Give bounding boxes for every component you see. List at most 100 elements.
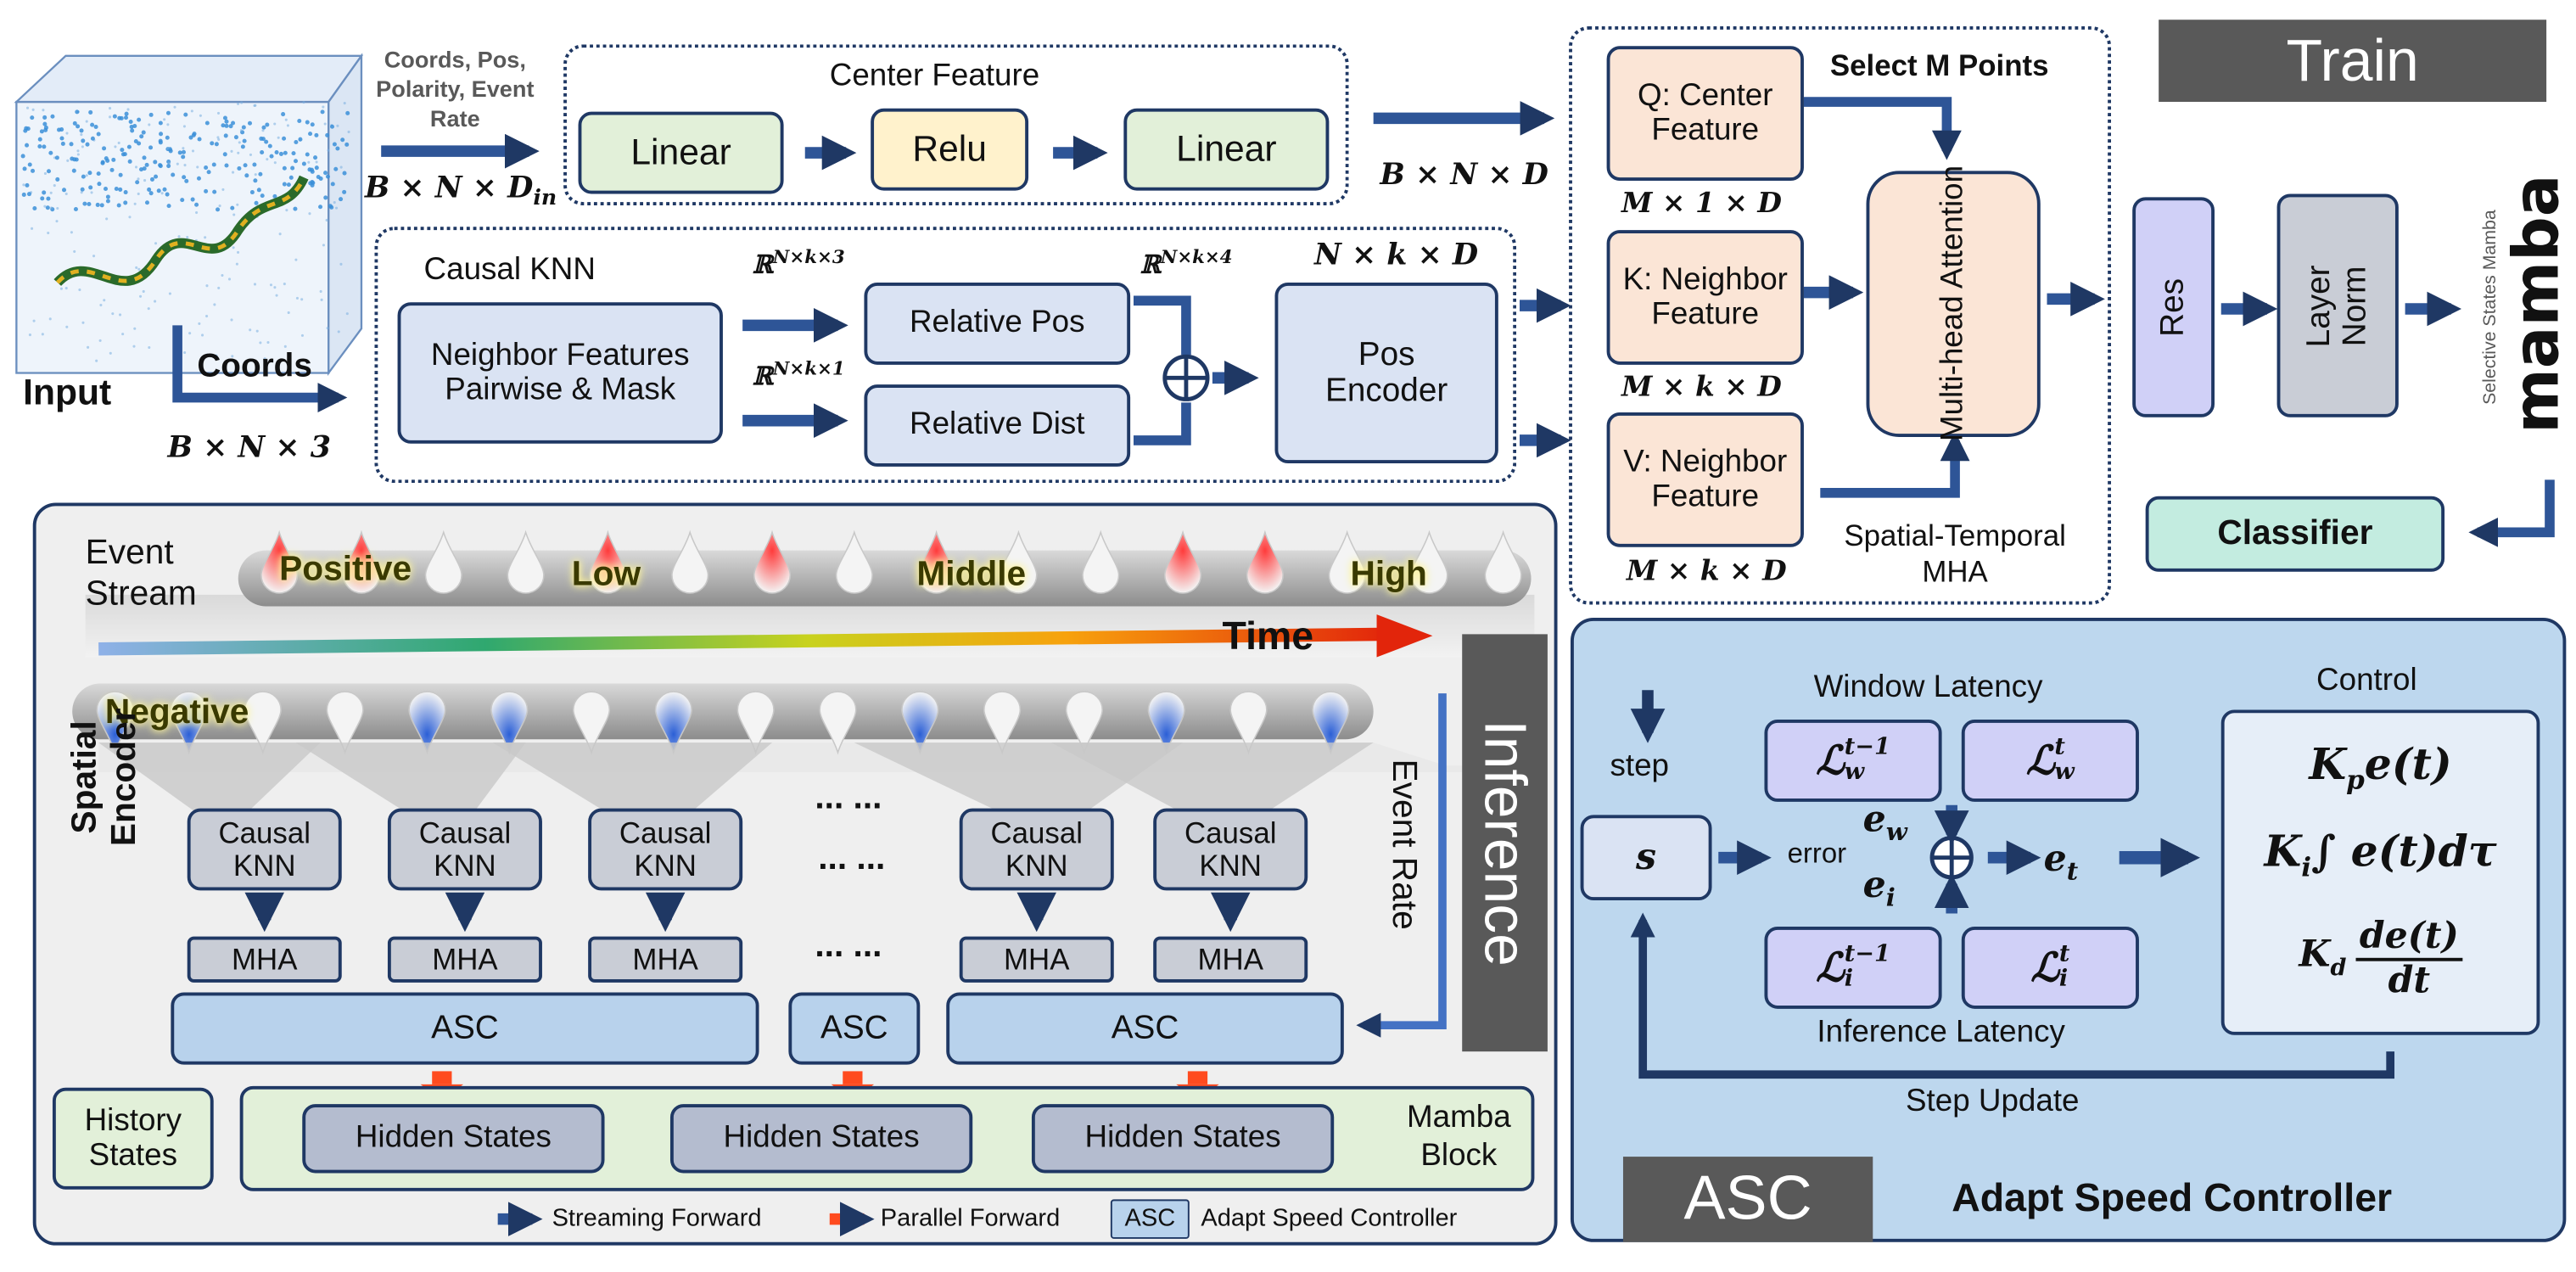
point-cloud-dot [335, 146, 340, 151]
point-cloud-dot [132, 123, 137, 129]
point-cloud-dot [235, 262, 238, 266]
inference-tag-label: Inference [1472, 719, 1540, 967]
point-cloud-dot [230, 318, 233, 322]
point-cloud-dot [46, 169, 52, 174]
mamba-block-label: Mamba Block [1406, 1101, 1511, 1174]
point-cloud-dot [218, 205, 221, 208]
point-cloud-dot [297, 118, 302, 124]
res-label: Res [2154, 277, 2192, 337]
point-cloud-dot [213, 303, 216, 306]
point-cloud-dot [114, 145, 117, 148]
point-cloud-dot [134, 165, 138, 169]
point-cloud-dot [232, 171, 235, 174]
event-droplet [96, 691, 134, 755]
point-cloud-dot [165, 192, 170, 197]
point-cloud-dot [76, 149, 80, 153]
k-shape: M × k × D [1621, 371, 1782, 405]
point-cloud-dot [127, 159, 132, 164]
point-cloud-dot [143, 179, 147, 182]
point-cloud-dot [260, 149, 265, 155]
point-cloud-dot [90, 136, 95, 141]
point-cloud-dot [228, 124, 233, 129]
point-cloud-dot [80, 187, 85, 192]
point-cloud-dot [40, 196, 45, 201]
point-cloud-dot [59, 136, 64, 141]
point-cloud-dot [310, 122, 315, 127]
point-cloud-dot [42, 121, 48, 126]
pos-encoder-box: Pos Encoder [1274, 283, 1498, 464]
point-cloud-dot [337, 330, 340, 333]
point-cloud-dot [39, 129, 44, 134]
event-droplet [736, 691, 775, 755]
point-cloud-dot [222, 152, 227, 157]
point-cloud-dot [196, 176, 201, 181]
point-cloud-dot [293, 159, 299, 164]
point-cloud-dot [22, 166, 27, 171]
point-cloud-dot [118, 313, 122, 317]
point-cloud-dot [205, 353, 209, 356]
point-cloud-dot [215, 354, 218, 357]
adapt-speed-controller-title: Adapt Speed Controller [1952, 1176, 2393, 1221]
point-cloud-dot [249, 328, 252, 332]
point-cloud-dot [154, 300, 157, 303]
point-cloud-dot [173, 105, 176, 109]
point-cloud-dot [221, 273, 224, 277]
input-feature-list: Coords, Pos, Polarity, Event Rate [376, 46, 535, 132]
point-cloud-dot [21, 192, 26, 197]
point-cloud-dot [130, 128, 135, 133]
input-shape: B × N × Din [364, 171, 557, 211]
point-cloud-dot [290, 165, 295, 171]
causal-knn-box-1: Causal KNN [187, 808, 342, 891]
point-cloud-dot [265, 122, 270, 127]
point-cloud-dot [300, 298, 304, 301]
point-cloud-dot [224, 123, 229, 128]
r-nk1-label: ℝN×k×1 [752, 358, 845, 391]
point-cloud-dot [334, 206, 339, 210]
event-droplet [326, 691, 364, 755]
point-cloud-dot [180, 198, 185, 203]
causal-knn-box-2: Causal KNN [387, 808, 542, 891]
point-cloud-dot [313, 155, 318, 160]
point-cloud-dot [50, 206, 53, 210]
point-cloud-dot [314, 165, 319, 171]
point-cloud-dot [121, 333, 125, 336]
asc-box-3: ASC [946, 992, 1344, 1065]
event-droplet [260, 530, 299, 594]
point-cloud-dot [212, 189, 217, 194]
point-cloud-dot [56, 206, 59, 210]
point-cloud-dot [85, 142, 90, 147]
point-cloud-dot [261, 129, 265, 132]
point-cloud-dot [27, 162, 32, 167]
point-cloud-dot [206, 170, 211, 175]
point-cloud-dot [333, 200, 336, 205]
event-droplet [1312, 691, 1350, 755]
mha-box-2: MHA [387, 936, 542, 983]
li-sup: t [2058, 940, 2070, 967]
neighbor-features-box: Neighbor Features Pairwise & Mask [397, 302, 723, 444]
point-cloud-dot [320, 109, 325, 115]
point-cloud-dot [132, 345, 136, 348]
event-droplet [1163, 530, 1202, 594]
event-droplet [170, 691, 208, 755]
point-cloud-dot [283, 283, 286, 286]
lw-sup: t [2054, 733, 2065, 760]
point-cloud-dot [231, 355, 234, 358]
point-cloud-dot [102, 146, 107, 151]
point-cloud-dot [322, 105, 325, 109]
event-droplet [901, 691, 939, 755]
point-cloud-dot [126, 108, 130, 111]
kp-term: Kpe(t) [2309, 742, 2452, 797]
point-cloud-dot [93, 124, 98, 129]
event-stream-graphic [72, 530, 1545, 814]
point-cloud-dot [37, 143, 42, 149]
point-cloud-dot [308, 212, 311, 216]
ew-label: ew [1862, 798, 1907, 847]
center-feature-group [563, 44, 1349, 206]
multi-head-attention-box: Multi-head Attention [1866, 166, 2041, 442]
hidden-states-box-2: Hidden States [669, 1104, 973, 1174]
point-cloud-dot [273, 286, 277, 289]
point-cloud-dot [294, 258, 298, 261]
point-cloud-dot [32, 319, 36, 322]
point-cloud-dot [117, 141, 120, 144]
